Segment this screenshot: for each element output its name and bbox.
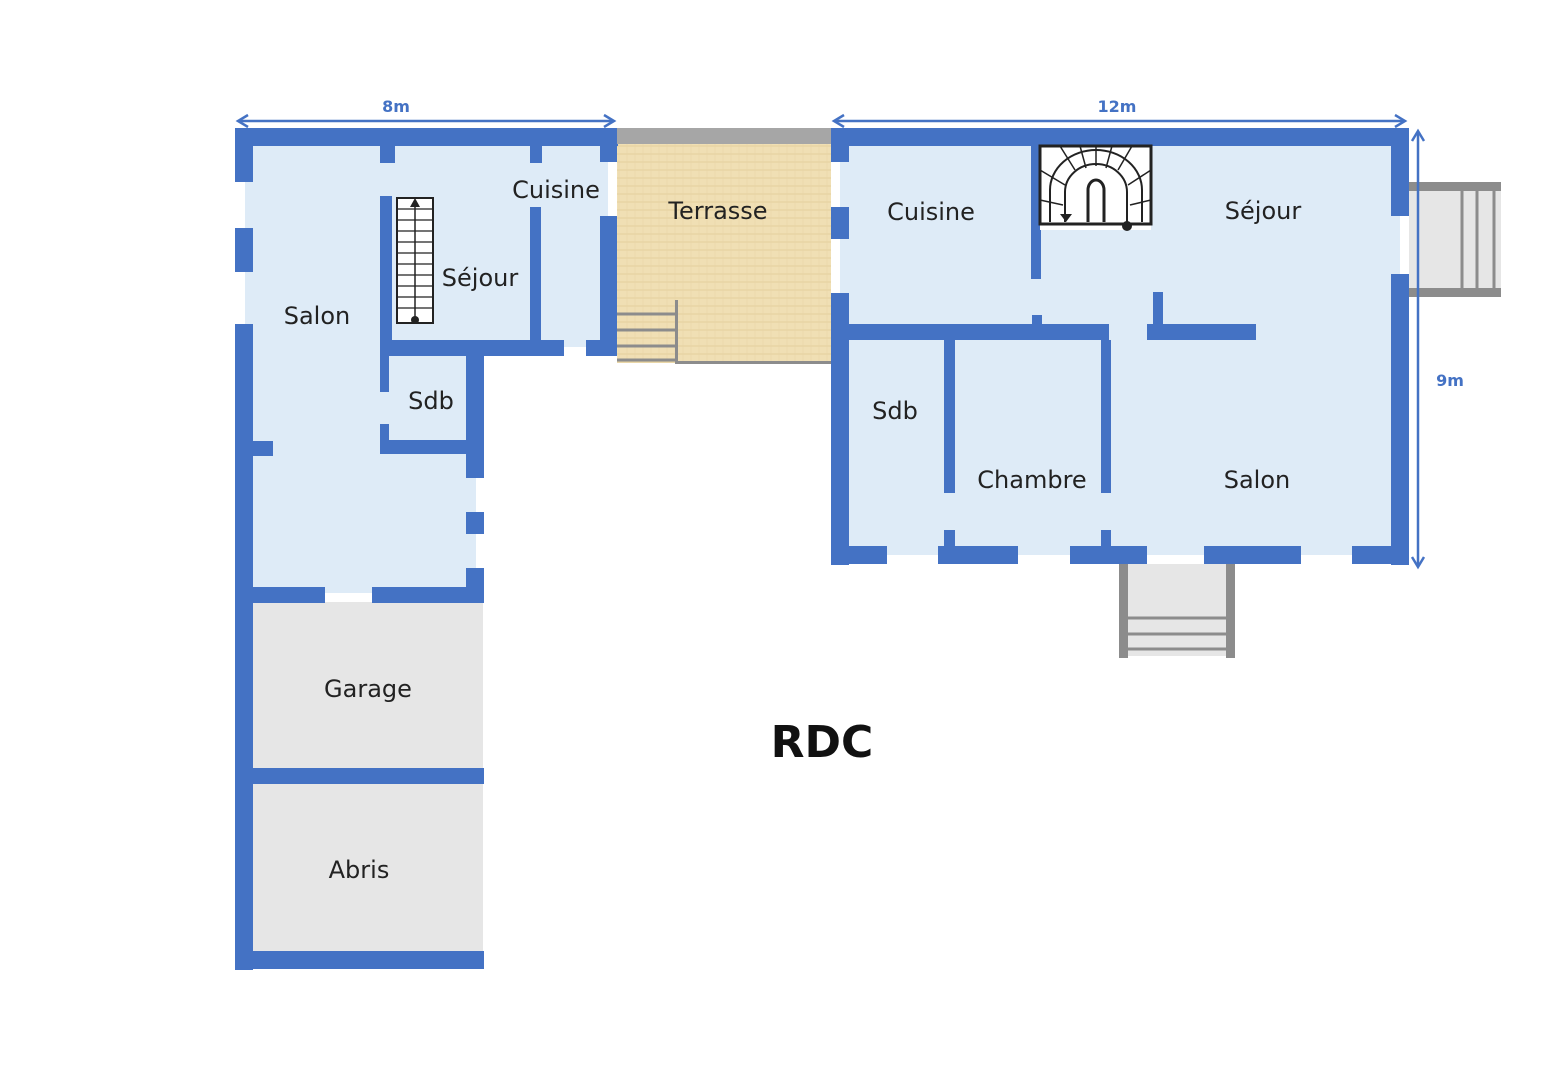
- right-depth-label: 9m: [1436, 371, 1464, 390]
- room-label-abris: Abris: [329, 856, 390, 884]
- right-exterior-steps: [1409, 182, 1501, 297]
- room-label-right-sejour: Séjour: [1225, 197, 1302, 225]
- left-salon-fill: [245, 137, 383, 593]
- left-staircase: [396, 197, 434, 324]
- room-label-left-salon: Salon: [284, 302, 351, 330]
- room-fills: [245, 137, 1400, 956]
- garage-fill: [245, 602, 483, 776]
- dimension-arrows: [235, 113, 1426, 570]
- terrace-steps: [617, 312, 676, 362]
- plan-title: RDC: [771, 717, 874, 768]
- room-label-right-salon: Salon: [1224, 466, 1291, 494]
- room-label-garage: Garage: [324, 675, 412, 703]
- room-label-right-chambre: Chambre: [977, 466, 1086, 494]
- right-width-label: 12m: [1098, 97, 1137, 116]
- room-label-left-sejour: Séjour: [442, 264, 519, 292]
- room-label-terrasse: Terrasse: [667, 197, 767, 225]
- left-lower-fill: [383, 347, 476, 593]
- room-label-right-sdb: Sdb: [872, 397, 918, 425]
- abris-fill: [245, 784, 483, 956]
- terrasse-fill: [617, 137, 831, 363]
- left-cuisine-fill: [536, 137, 608, 347]
- room-label-left-sdb: Sdb: [408, 387, 454, 415]
- left-width-label: 8m: [382, 97, 410, 116]
- right-staircase: [1038, 144, 1153, 231]
- room-label-left-cuisine: Cuisine: [512, 176, 600, 204]
- bottom-exterior-steps: [1119, 564, 1235, 658]
- walls: [235, 128, 1409, 970]
- room-label-right-cuisine: Cuisine: [887, 198, 975, 226]
